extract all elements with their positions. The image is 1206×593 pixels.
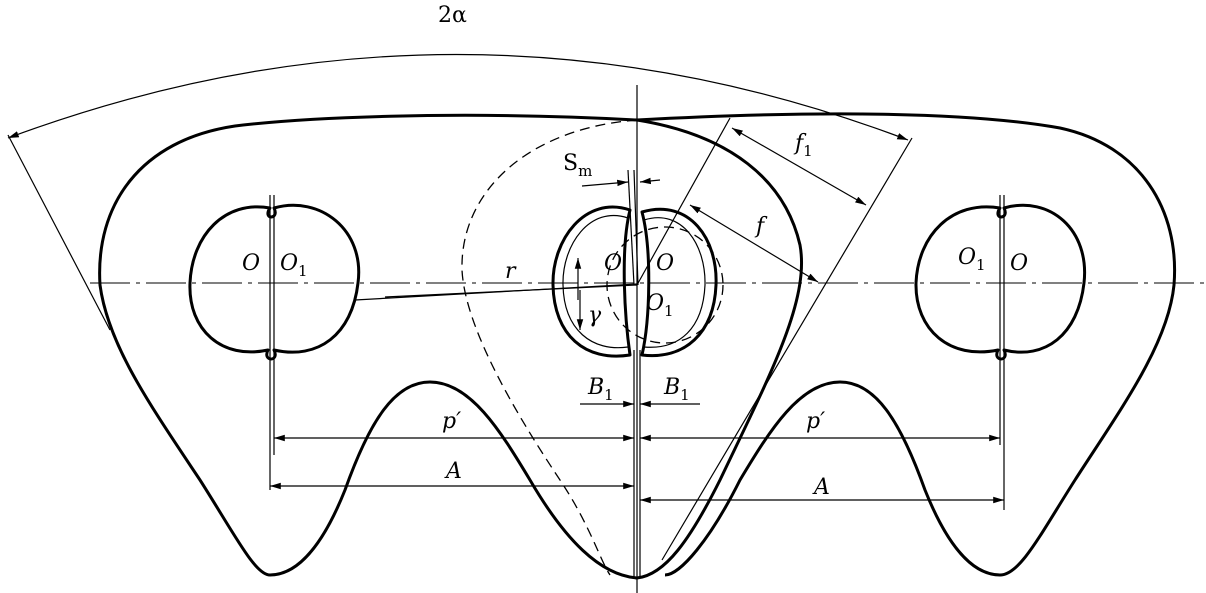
gamma-label: γ [588,303,602,328]
angle-right-ray [661,137,913,561]
p-right-label: p′ [806,409,825,434]
sm-line-2 [633,169,639,286]
tooth-flank-line [636,117,731,286]
right-chain-link [636,112,1177,577]
center-roller-right-inner [643,217,706,348]
f-label: f [754,214,768,239]
left-chain-link [98,113,804,580]
dashed-roller-circle [606,226,724,344]
r-label: r [505,259,517,284]
sm-arrow-left [581,179,629,187]
o-right-label: O [1010,251,1028,276]
o1-center-label: O1 [646,291,674,320]
f1-dim-line [731,127,867,206]
b1-left-label: B1 [587,375,614,404]
o-center-right-label: O [656,251,674,276]
o-center-left-label: O [604,251,622,276]
sm-arrow-right [639,177,661,185]
o1-left-label: O1 [280,251,308,280]
o-left-label: O [242,251,260,276]
p-left-label: p′ [442,409,461,434]
f1-label: f1 [793,131,813,160]
left-roller [188,203,361,361]
sm-line-1 [627,169,635,286]
b1-right-label: B1 [663,375,690,404]
dashed-tooth-profile [461,119,638,576]
sm-label: Sm [563,151,592,180]
a-right-label: A [812,475,830,500]
angle-label: 2α [438,3,467,28]
right-roller [914,203,1087,361]
center-roller-left [551,205,632,358]
o1-right-label: O1 [958,245,986,274]
angle-left-ray [7,134,111,331]
center-roller-left-inner [562,215,629,349]
r-line-2 [354,283,638,301]
a-left-label: A [444,459,462,484]
angle-arc [7,53,909,141]
f-dim-line [689,204,819,283]
